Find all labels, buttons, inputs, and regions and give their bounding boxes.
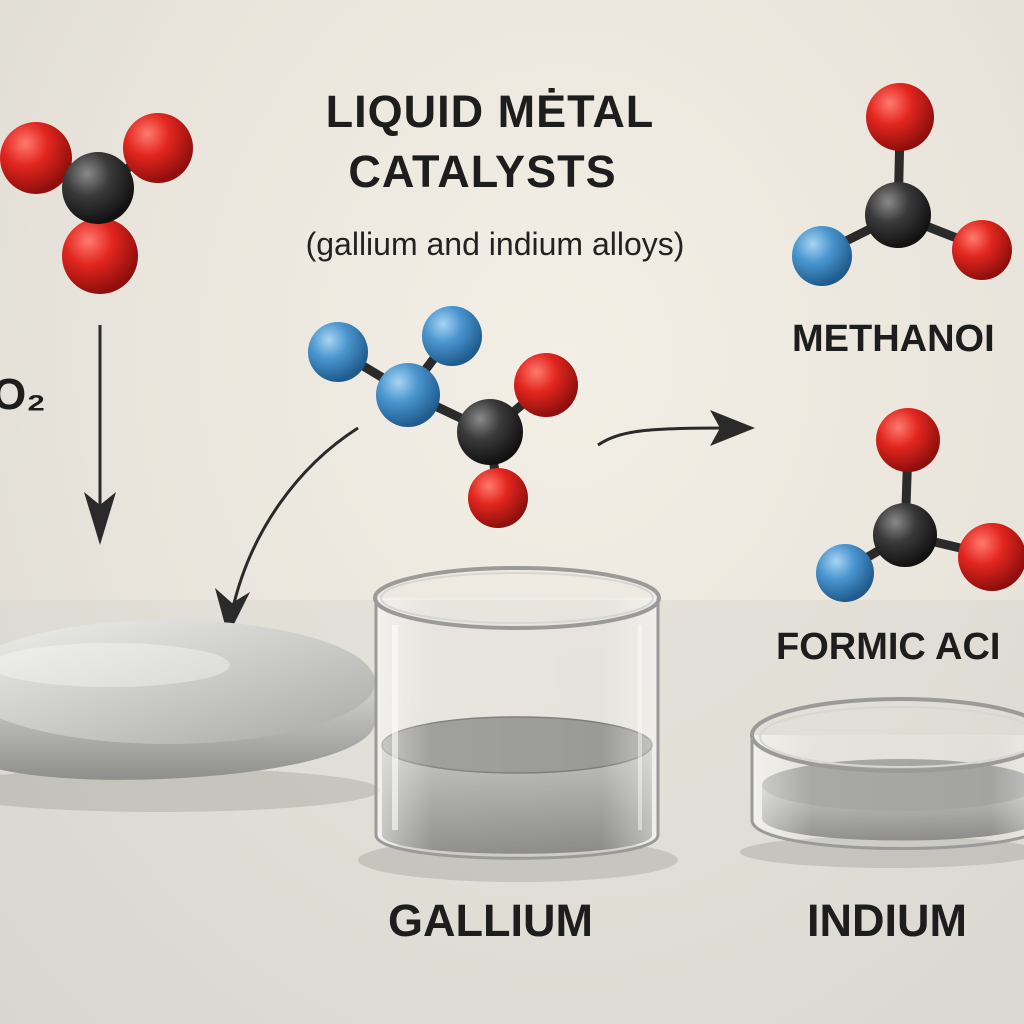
methanol-molecule — [792, 83, 1012, 286]
curved-arrow-to-disc — [230, 426, 359, 613]
formic-acid-label: FORMIC ACI — [776, 626, 1001, 668]
blue-atom — [792, 226, 852, 286]
blue-atom — [308, 322, 368, 382]
carbon-atom — [865, 182, 931, 248]
oxygen-atom — [952, 220, 1012, 280]
blue-atom — [816, 544, 874, 602]
right-arrow-head — [710, 410, 755, 446]
indium-dish — [740, 697, 1024, 868]
reactant-molecule — [0, 113, 193, 294]
title-line-2: CATALYSTS — [348, 146, 617, 197]
methanol-label: METHANOI — [792, 318, 995, 360]
gallium-label: GALLIUM — [388, 895, 593, 946]
formic-acid-molecule — [816, 408, 1024, 602]
center-molecule — [308, 306, 578, 528]
curved-arrow-to-disc-head — [215, 588, 250, 636]
oxygen-atom — [123, 113, 193, 183]
title-line-1: LIQUID MĖTAL — [325, 86, 655, 137]
oxygen-atom — [468, 468, 528, 528]
reactant-label: O₂ — [0, 370, 46, 419]
right-arrow — [597, 426, 726, 447]
blue-atom — [422, 306, 482, 366]
down-arrow-head — [84, 492, 116, 545]
oxygen-atom — [0, 122, 72, 194]
subtitle: (gallium and indium alloys) — [305, 226, 685, 262]
oxygen-atom — [62, 218, 138, 294]
indium-label: INDIUM — [807, 895, 967, 946]
gallium-beaker — [358, 566, 678, 882]
carbon-atom — [457, 399, 523, 465]
carbon-atom — [62, 152, 134, 224]
oxygen-atom — [514, 353, 578, 417]
blue-atom — [376, 363, 440, 427]
oxygen-atom — [958, 523, 1024, 591]
liquid-metal-disc — [0, 620, 380, 812]
oxygen-atom — [866, 83, 934, 151]
oxygen-atom — [876, 408, 940, 472]
carbon-atom — [873, 503, 937, 567]
